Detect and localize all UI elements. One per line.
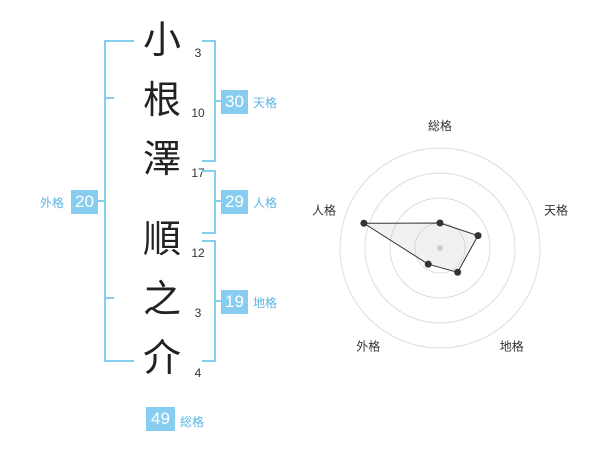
radar-point-1 [436,219,444,227]
chikaku-value: 19 [221,290,248,314]
radar-point-3 [454,268,462,276]
radar-point-4 [424,260,432,268]
tenkaku-label: 天格 [253,96,278,110]
chikaku-connector [214,300,222,302]
radar-axis-label-5: 人格 [312,202,336,217]
soukaku-label: 総格 [180,415,205,429]
name-char-5: 之 [142,277,181,321]
radar-axis-label-4: 外格 [356,339,380,354]
chikaku-label: 地格 [253,296,278,310]
gaikaku-connector [94,200,104,202]
jinkaku-value: 29 [221,190,248,214]
radar-ring-2 [389,197,491,299]
soukaku-value: 49 [146,407,175,431]
name-char-1: 小 [142,18,181,62]
jinkaku-bracket [202,170,216,234]
radar-point-2 [474,232,482,240]
stroke-count-3: 17 [191,166,205,180]
radar-series-polygon [362,222,479,273]
stroke-count-6: 4 [194,366,202,380]
gaikaku-tick-2 [104,297,114,299]
radar-ring-3 [364,172,516,324]
stroke-count-2: 10 [191,106,205,120]
gaikaku-tick-1 [104,97,114,99]
radar-axis-label-2: 天格 [544,202,568,217]
radar-axis-label-1: 総格 [428,118,452,133]
gaikaku-value: 20 [71,190,98,214]
tenkaku-value: 30 [221,90,248,114]
stroke-count-4: 12 [191,246,205,260]
jinkaku-label: 人格 [253,196,278,210]
radar-ring-4 [339,147,541,349]
radar-axis-label-3: 地格 [500,339,524,354]
stroke-count-5: 3 [194,306,202,320]
name-char-6: 介 [142,336,181,380]
tenkaku-connector [214,100,222,102]
radar-center-dot [437,245,443,251]
jinkaku-connector [214,200,222,202]
name-char-3: 澤 [142,137,181,181]
stroke-count-1: 3 [194,46,202,60]
name-char-2: 根 [142,78,181,122]
radar-point-5 [360,219,368,227]
gaikaku-bracket [104,40,134,362]
gaikaku-label: 外格 [40,196,65,210]
name-char-4: 順 [142,217,181,261]
